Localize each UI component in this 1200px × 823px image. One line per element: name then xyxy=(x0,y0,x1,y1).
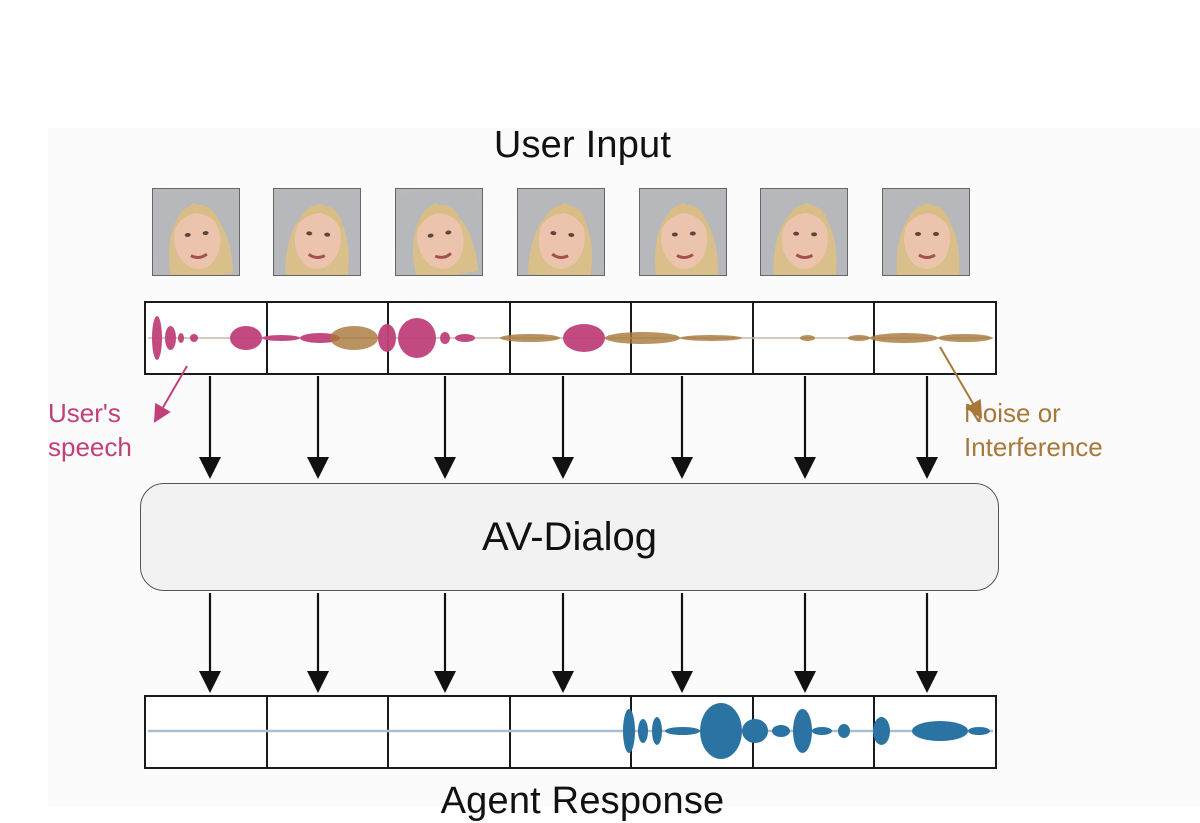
face-portrait xyxy=(274,189,360,275)
face-portrait xyxy=(518,189,604,275)
noise-waveform-segment xyxy=(938,334,992,342)
response-waveform-segment xyxy=(912,721,968,741)
response-waveform-segment xyxy=(873,717,890,745)
model-label: AV-Dialog xyxy=(482,514,657,559)
response-waveform-segment xyxy=(793,709,812,753)
noise-waveform-segment xyxy=(800,335,815,341)
speech-waveform-segment xyxy=(300,333,340,343)
response-waveform-segment xyxy=(742,719,768,743)
face-portrait xyxy=(640,189,726,275)
speech-waveform-segment xyxy=(152,316,162,360)
noise-waveform-segment xyxy=(848,335,870,341)
face-frame-5 xyxy=(639,188,727,276)
response-waveform-segment xyxy=(838,724,850,738)
speech-waveform-segment xyxy=(230,326,262,350)
noise-annotation: Noise or Interference xyxy=(964,396,1103,464)
response-waveform-segment xyxy=(623,709,635,753)
speech-waveform-segment xyxy=(563,324,605,352)
speech-callout-arrow xyxy=(153,365,188,423)
user-input-title: User Input xyxy=(493,124,672,166)
face-frame-6 xyxy=(760,188,848,276)
response-waveform-segment xyxy=(652,717,662,745)
speech-waveform-segment xyxy=(262,335,300,341)
face-portrait xyxy=(883,189,969,275)
speech-annotation-line: speech xyxy=(48,432,132,462)
speech-waveform-segment xyxy=(190,334,198,342)
speech-waveform-segment xyxy=(398,318,436,358)
response-waveform-segment xyxy=(968,727,990,735)
noise-annotation-line: Noise or xyxy=(964,398,1061,428)
face-portrait xyxy=(396,189,482,275)
speech-annotation-line: User's xyxy=(48,398,121,428)
speech-waveform-segment xyxy=(165,326,176,350)
input-waveform xyxy=(148,316,993,360)
agent-response-title: Agent Response xyxy=(440,780,725,822)
noise-waveform-segment xyxy=(500,334,560,342)
response-waveform-segment xyxy=(812,727,832,735)
face-portrait xyxy=(153,189,239,275)
response-waveform-segment xyxy=(772,725,790,737)
noise-waveform-segment xyxy=(680,335,742,341)
av-dialog-model: AV-Dialog xyxy=(140,483,999,591)
face-portrait xyxy=(761,189,847,275)
face-frame-1 xyxy=(152,188,240,276)
speech-waveform-segment xyxy=(378,324,396,352)
noise-annotation-line: Interference xyxy=(964,432,1103,462)
face-frame-3 xyxy=(395,188,483,276)
noise-waveform-segment xyxy=(330,326,378,350)
response-waveform-segment xyxy=(665,727,700,735)
flow-arrows xyxy=(199,376,938,693)
noise-callout-arrow xyxy=(939,346,983,419)
speech-waveform-segment xyxy=(178,333,184,343)
waveforms xyxy=(148,316,993,759)
noise-waveform-segment xyxy=(605,332,680,344)
speech-waveform-segment xyxy=(455,334,475,342)
noise-waveform-segment xyxy=(870,333,938,343)
diagram-background xyxy=(48,128,1200,806)
face-frame-4 xyxy=(517,188,605,276)
callout-arrows xyxy=(153,346,983,423)
response-waveform-segment xyxy=(700,703,742,759)
face-frame-2 xyxy=(273,188,361,276)
speech-annotation: User's speech xyxy=(48,396,132,464)
speech-waveform-segment xyxy=(440,332,450,344)
response-waveform-segment xyxy=(638,719,648,743)
face-frame-7 xyxy=(882,188,970,276)
response-waveform xyxy=(148,703,993,759)
